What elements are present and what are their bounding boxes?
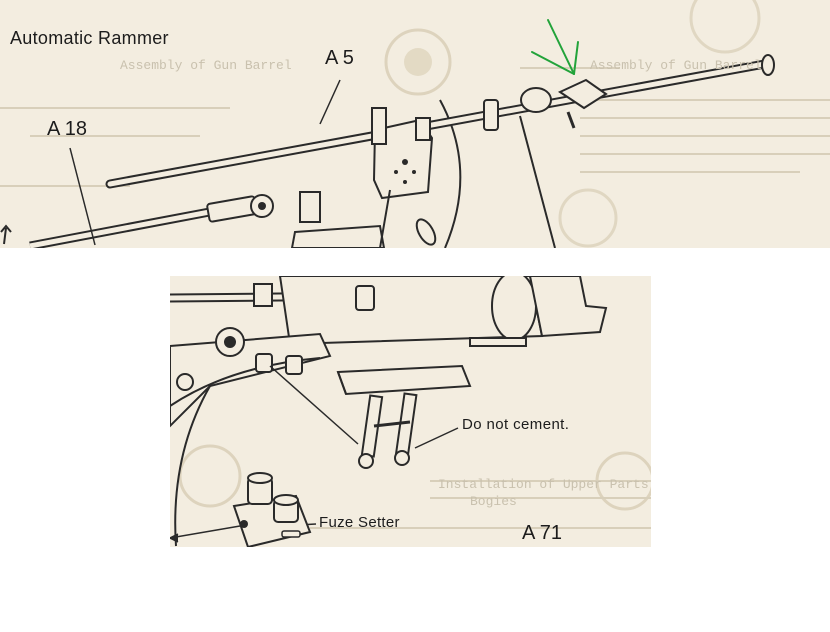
green-arrow-annotation-icon — [531, 19, 579, 75]
do-not-cement-note: Do not cement. — [462, 416, 570, 433]
bottom-instruction-panel: Installation of Upper Parts of Bogies Do… — [170, 276, 651, 547]
top-instruction-panel: Assembly of Gun Barrel Assembly of Gun B… — [0, 0, 830, 248]
fuze-setter-label: Fuze Setter — [319, 514, 400, 531]
callout-a18: A 18 — [47, 118, 88, 140]
rammer-assembly-drawing — [0, 0, 830, 248]
callout-a5: A 5 — [325, 47, 354, 69]
callout-a71: A 71 — [522, 522, 563, 544]
section-title: Automatic Rammer — [10, 28, 169, 48]
fuze-setter-assembly-drawing — [170, 276, 651, 547]
